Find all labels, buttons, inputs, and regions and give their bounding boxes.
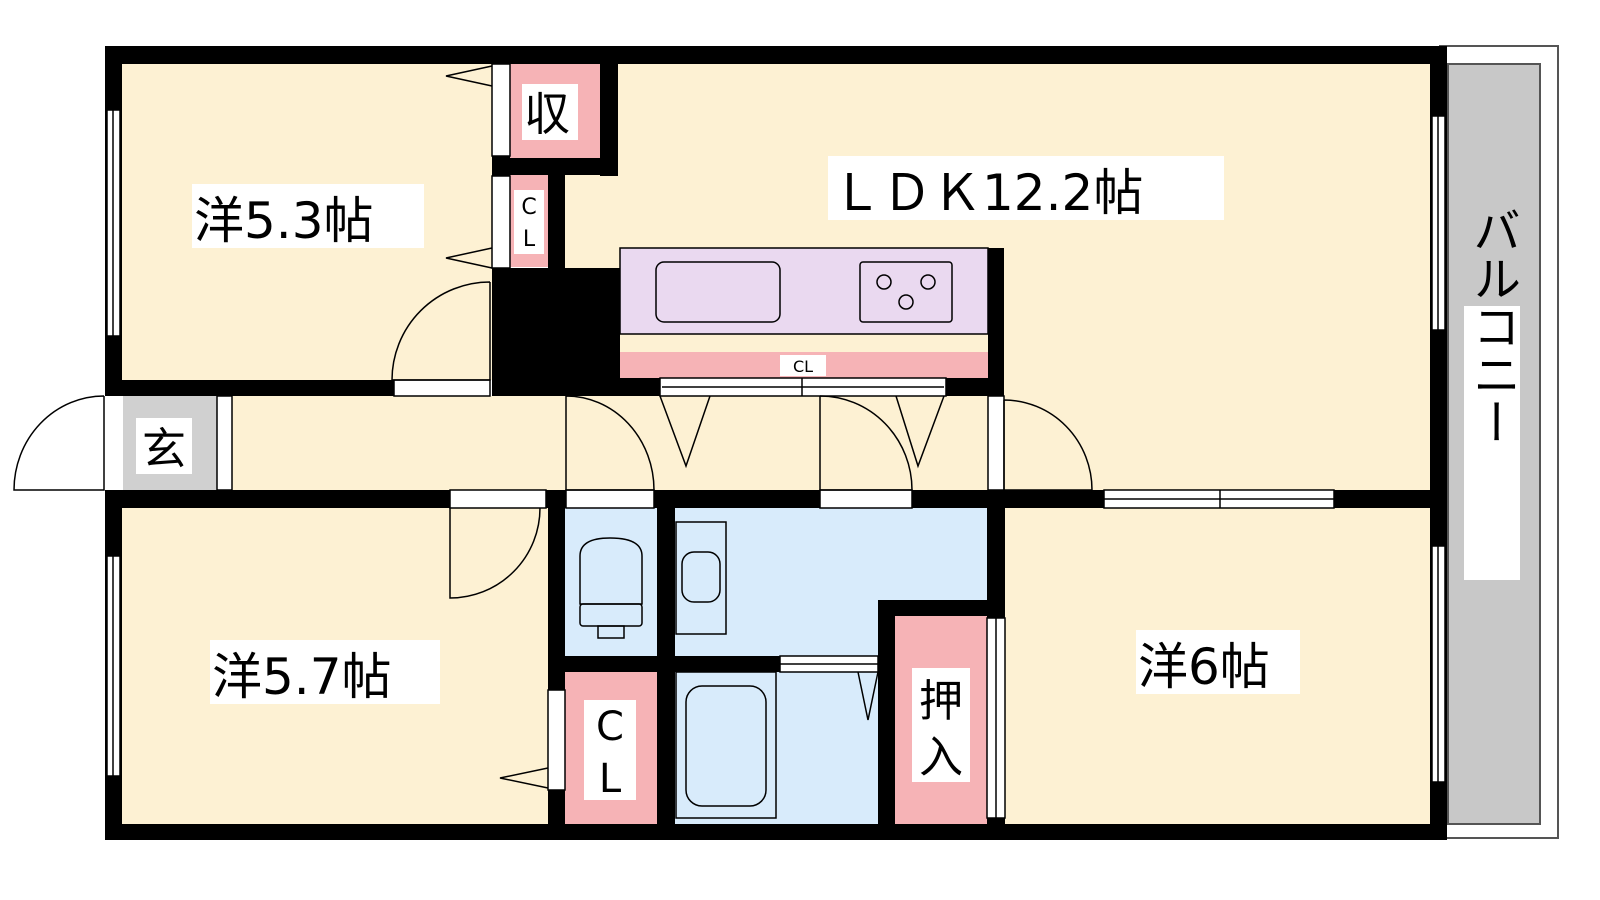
fixtures (579, 261, 953, 819)
gap-toilet-door (565, 489, 655, 509)
door-wash (819, 395, 913, 491)
gap-wash-door (819, 489, 913, 509)
storage-cl-sw-label-l: L (599, 756, 622, 802)
toilet (579, 537, 643, 605)
gap-entrance-inner (216, 395, 233, 491)
gap-bed-nw-cl2 (491, 175, 511, 269)
door-bath (857, 671, 879, 721)
gap-hall-east (987, 395, 1005, 491)
wall-oshiire-west (878, 600, 895, 840)
door-ldk (1003, 399, 1093, 491)
room-bed-nw-label: 洋5.3帖 (194, 192, 374, 250)
wall-wet-mid (548, 656, 780, 672)
storage-cl-small-label-c: C (521, 195, 536, 220)
windows (106, 109, 1446, 818)
room-ldk-label: ＬＤＫ12.2帖 (832, 164, 1143, 222)
cooktop (859, 261, 953, 323)
storage-cl-sw-label-c: C (596, 704, 624, 750)
washroom-lower-floor (780, 656, 878, 824)
bathroom-floor (675, 672, 780, 824)
labels: 洋5.3帖 ＬＤＫ12.2帖 洋5.7帖 洋6帖 収 C L CL C L 押 … (136, 84, 1520, 802)
room-bed-sw-label: 洋5.7帖 (212, 648, 392, 706)
door-nw-cl2 (445, 247, 493, 269)
door-bed-sw (449, 507, 541, 599)
storage-oshiire-label-1: 押 (919, 676, 963, 727)
storage-cl-kitchen-label: CL (793, 357, 813, 376)
storage-oshiire-label-2: 入 (919, 732, 963, 783)
gap-cl-sw (547, 689, 566, 791)
wash-basin (675, 521, 727, 635)
door-kitchen-cl2 (895, 395, 945, 469)
bathtub-outer (675, 671, 777, 819)
wall-cl-east (548, 158, 565, 268)
door-sw-cl (499, 767, 549, 789)
entrance-label: 玄 (142, 424, 186, 475)
door-nw-cl1 (445, 65, 493, 87)
gap-bed-nw-cl1 (491, 63, 511, 157)
door-toilet (565, 395, 655, 491)
kitchen-sink (655, 261, 781, 323)
wall-kitchen-east (988, 248, 1004, 396)
wall-north (105, 46, 1447, 64)
door-swings (13, 65, 1093, 789)
door-entrance (13, 395, 105, 491)
door-bed-nw (391, 281, 491, 381)
hallway-floor (232, 396, 1002, 492)
gap-bed-nw-door (393, 379, 491, 397)
toilet-floor (565, 508, 657, 656)
ldk-upper-left-floor (565, 158, 625, 268)
storage-shu-label: 収 (524, 87, 570, 141)
bathtub-inner (685, 685, 767, 807)
wall-core-block (492, 268, 620, 396)
wall-oshiire-top (878, 600, 1005, 616)
wall-bed-nw-south (105, 380, 395, 396)
wall-south (105, 824, 1447, 840)
door-kitchen-cl1 (659, 395, 711, 469)
gap-bed-sw-door (449, 489, 547, 509)
balcony-label: バルコニー (1464, 206, 1520, 446)
room-bed-se-label: 洋6帖 (1138, 638, 1270, 696)
kitchen-counter (619, 247, 989, 335)
wall-shu (600, 64, 618, 176)
gap-entrance (104, 396, 123, 490)
storage-cl-small-label-l: L (523, 227, 536, 252)
